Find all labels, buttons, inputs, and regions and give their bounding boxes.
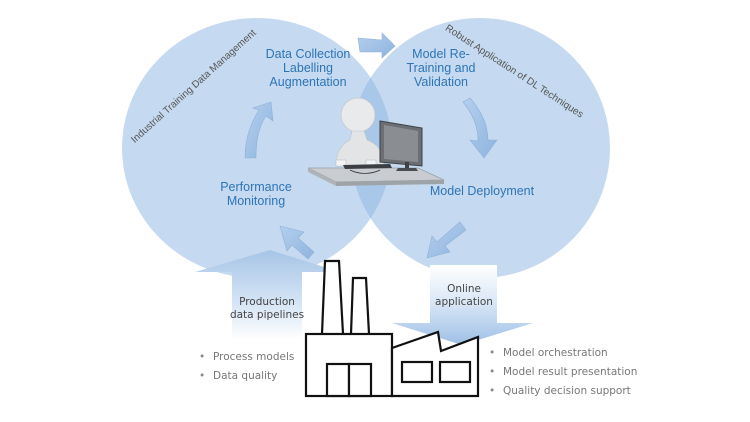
flow-online-line-2: application — [435, 296, 493, 308]
flow-online-application: Online application — [428, 283, 500, 309]
right-bullet-list: Model orchestration Model result present… — [489, 344, 637, 401]
left-bullet-item: Process models — [199, 348, 294, 367]
step-data-collection: Data Collection Labelling Augmentation — [248, 47, 368, 89]
right-bullet-item: Quality decision support — [489, 382, 637, 401]
step-performance-monitoring-line-2: Monitoring — [226, 194, 286, 208]
person-at-computer-icon — [307, 97, 445, 186]
left-bullet-list: Process models Data quality — [199, 348, 294, 386]
step-model-deployment: Model Deployment — [429, 184, 535, 198]
step-data-collection-line-2: Labelling — [282, 61, 334, 75]
left-circle — [122, 18, 392, 278]
flow-production-line-2: data pipelines — [229, 309, 305, 321]
step-model-retraining: Model Re- Training and Validation — [398, 47, 484, 89]
step-model-retraining-line-1: Model Re- — [412, 47, 470, 61]
arrow-to-monitoring-icon — [279, 225, 315, 260]
left-bullet-item: Data quality — [199, 367, 294, 386]
step-data-collection-line-1: Data Collection — [265, 47, 351, 61]
flow-production-data-pipelines: Production data pipelines — [228, 296, 306, 322]
arrow-to-online-icon — [426, 221, 467, 259]
flow-online-line-1: Online — [447, 283, 481, 295]
factory-icon — [304, 259, 480, 398]
step-data-collection-line-3: Augmentation — [269, 75, 347, 89]
right-bullet-item: Model orchestration — [489, 344, 637, 363]
arrow-to-retraining-icon — [357, 32, 396, 59]
step-model-retraining-line-3: Validation — [414, 75, 468, 89]
arrow-to-data-collection-icon — [244, 101, 274, 159]
flow-production-line-1: Production — [239, 296, 295, 308]
arrow-to-deployment-icon — [462, 97, 498, 159]
production-data-up-arrow — [195, 250, 340, 340]
online-application-down-arrow — [392, 265, 533, 345]
right-bullet-item: Model result presentation — [489, 363, 637, 382]
step-model-retraining-line-2: Training and — [406, 61, 476, 75]
step-performance-monitoring: Performance Monitoring — [208, 180, 304, 208]
step-performance-monitoring-line-1: Performance — [220, 180, 292, 194]
